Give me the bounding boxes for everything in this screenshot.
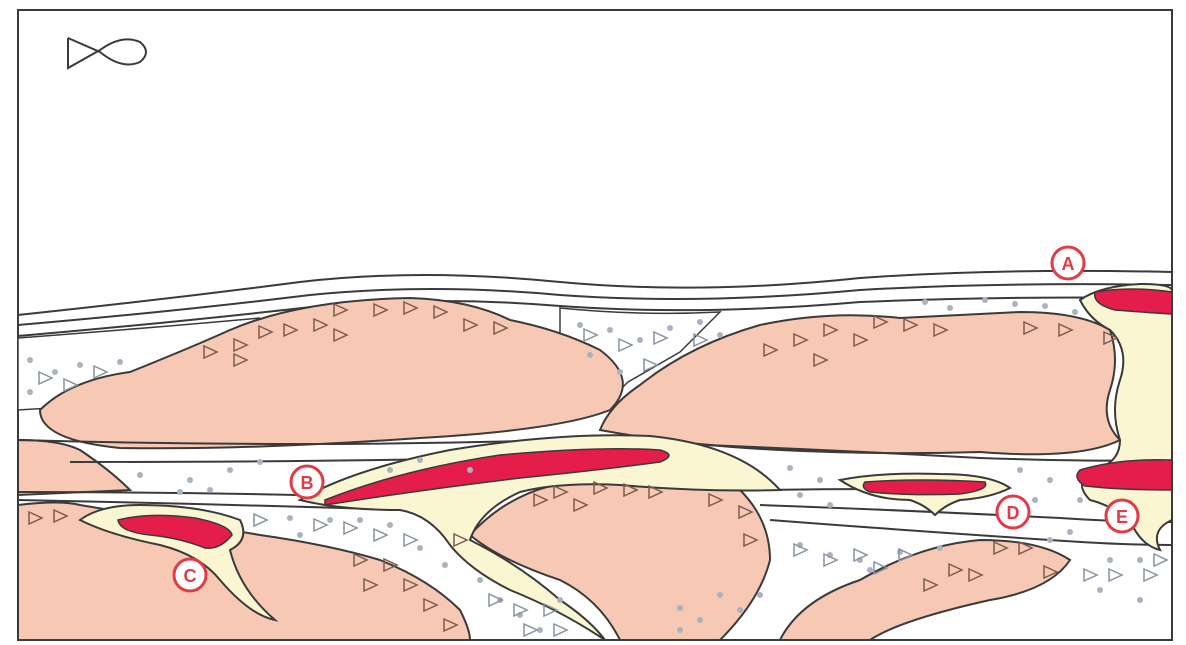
label-d-text: D: [1007, 503, 1020, 523]
texture-dot: [1107, 557, 1113, 563]
texture-dot: [467, 467, 473, 473]
hydrocarbon-d: [863, 480, 985, 495]
label-a-text: A: [1062, 254, 1075, 274]
texture-dot: [982, 297, 988, 303]
texture-dot: [417, 457, 423, 463]
label-b-text: B: [301, 473, 314, 493]
texture-dot: [327, 517, 333, 523]
texture-dot: [1012, 301, 1018, 307]
texture-dot: [1017, 467, 1023, 473]
texture-dot: [187, 477, 193, 483]
texture-dot: [817, 477, 823, 483]
texture-dot: [1047, 537, 1053, 543]
texture-dot: [297, 532, 303, 538]
texture-dot: [607, 327, 613, 333]
texture-dot: [227, 467, 233, 473]
texture-dot: [757, 592, 763, 598]
texture-dot: [1077, 497, 1083, 503]
texture-dot: [387, 467, 393, 473]
texture-dot: [717, 332, 723, 338]
texture-dot: [1032, 497, 1038, 503]
texture-dot: [1047, 477, 1053, 483]
texture-dot: [677, 627, 683, 633]
texture-dot: [677, 605, 683, 611]
texture-dot: [257, 459, 263, 465]
texture-dot: [697, 617, 703, 623]
label-e-text: E: [1116, 507, 1128, 527]
texture-dot: [442, 562, 448, 568]
label-e: E: [1106, 500, 1138, 532]
texture-dot: [1067, 529, 1073, 535]
texture-dot: [77, 362, 83, 368]
texture-dot: [177, 489, 183, 495]
texture-dot: [787, 465, 793, 471]
label-d: D: [997, 496, 1029, 528]
texture-dot: [827, 502, 833, 508]
texture-dot: [557, 597, 563, 603]
texture-dot: [207, 487, 213, 493]
label-c: C: [174, 559, 206, 591]
texture-dot: [737, 607, 743, 613]
label-a: A: [1052, 247, 1084, 279]
texture-dot: [357, 517, 363, 523]
texture-dot: [477, 577, 483, 583]
texture-dot: [1072, 309, 1078, 315]
texture-dot: [1042, 303, 1048, 309]
texture-dot: [617, 369, 623, 375]
texture-dot: [1137, 557, 1143, 563]
texture-dot: [1137, 597, 1143, 603]
texture-dot: [27, 389, 33, 395]
texture-dot: [947, 305, 953, 311]
texture-dot: [937, 545, 943, 551]
texture-dot: [287, 515, 293, 521]
label-c-text: C: [184, 566, 197, 586]
label-b: B: [291, 466, 323, 498]
texture-dot: [52, 369, 58, 375]
texture-dot: [867, 567, 873, 573]
texture-dot: [417, 545, 423, 551]
texture-dot: [27, 357, 33, 363]
texture-dot: [697, 319, 703, 325]
texture-dot: [587, 352, 593, 358]
texture-dot: [1097, 587, 1103, 593]
texture-dot: [797, 492, 803, 498]
texture-dot: [667, 325, 673, 331]
texture-dot: [117, 359, 123, 365]
texture-dot: [387, 522, 393, 528]
texture-dot: [922, 299, 928, 305]
texture-dot: [637, 337, 643, 343]
texture-dot: [577, 322, 583, 328]
texture-dot: [137, 472, 143, 478]
texture-dot: [717, 592, 723, 598]
